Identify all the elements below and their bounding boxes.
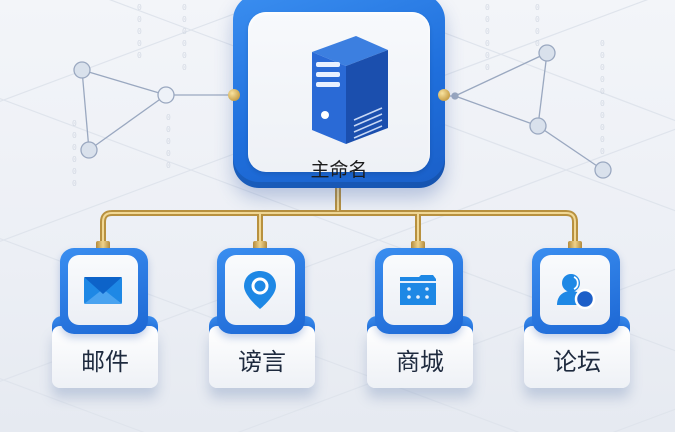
svg-text:0: 0 [166, 113, 171, 122]
main-node-card: 主命名 [248, 12, 430, 181]
svg-text:0: 0 [600, 63, 605, 72]
svg-text:0: 0 [485, 51, 490, 60]
svg-text:0: 0 [137, 27, 142, 36]
network-graph-right [440, 44, 612, 179]
svg-text:0: 0 [166, 137, 171, 146]
svg-text:0: 0 [535, 15, 540, 24]
svg-text:0: 0 [600, 123, 605, 132]
svg-text:0: 0 [137, 15, 142, 24]
svg-text:0: 0 [182, 51, 187, 60]
svg-text:0: 0 [600, 75, 605, 84]
label-pedestal [367, 326, 473, 388]
child-card-inner [383, 255, 453, 325]
svg-text:0: 0 [600, 147, 605, 156]
svg-text:0: 0 [600, 51, 605, 60]
network-graph-left [73, 61, 238, 159]
connector-cap [411, 241, 425, 250]
location-pin-icon [244, 271, 276, 309]
connector-knob-left [228, 89, 240, 101]
child-node-shop[interactable]: 商城 [365, 241, 475, 394]
svg-text:0: 0 [535, 27, 540, 36]
child-node-rumor[interactable]: 谤言 [207, 241, 317, 394]
connector-cap [96, 241, 110, 250]
label-pedestal [524, 326, 630, 388]
svg-text:0: 0 [182, 3, 187, 12]
child-card-inner [225, 255, 295, 325]
child-node-mail[interactable]: 邮件 [50, 241, 160, 394]
svg-text:0: 0 [137, 39, 142, 48]
svg-text:0: 0 [485, 63, 490, 72]
server-icon [312, 36, 388, 144]
connector-tree [100, 183, 578, 246]
connector-knob-right [438, 89, 450, 101]
child-label-rumor: 谤言 [238, 348, 286, 376]
svg-text:0: 0 [166, 161, 171, 170]
svg-text:0: 0 [600, 135, 605, 144]
mail-icon [84, 277, 122, 304]
child-card-inner [68, 255, 138, 325]
svg-text:0: 0 [600, 87, 605, 96]
child-card [60, 248, 148, 334]
child-card [217, 248, 305, 334]
svg-text:0: 0 [600, 111, 605, 120]
svg-text:0: 0 [72, 155, 77, 164]
main-node-label: 主命名 [310, 159, 368, 181]
svg-text:0: 0 [182, 27, 187, 36]
connector-cap [253, 241, 267, 250]
svg-text:0: 0 [182, 39, 187, 48]
child-node-forum[interactable]: 论坛 [522, 241, 632, 394]
label-pedestal [209, 326, 315, 388]
svg-text:0: 0 [485, 15, 490, 24]
folder-icon [400, 275, 436, 305]
svg-text:0: 0 [535, 39, 540, 48]
label-pedestal [52, 326, 158, 388]
svg-text:0: 0 [166, 125, 171, 134]
svg-text:0: 0 [485, 39, 490, 48]
svg-text:0: 0 [600, 99, 605, 108]
svg-text:0: 0 [182, 15, 187, 24]
child-label-forum: 论坛 [553, 348, 601, 376]
child-card-inner [540, 255, 610, 325]
svg-text:0: 0 [600, 39, 605, 48]
users-icon [557, 274, 596, 310]
child-card [375, 248, 463, 334]
child-label-mail: 邮件 [81, 348, 129, 376]
svg-text:0: 0 [182, 63, 187, 72]
svg-text:0: 0 [72, 143, 77, 152]
svg-text:0: 0 [485, 27, 490, 36]
svg-text:0: 0 [137, 51, 142, 60]
connector-cap [568, 241, 582, 250]
child-card [532, 248, 620, 334]
svg-text:0: 0 [166, 149, 171, 158]
svg-text:0: 0 [72, 119, 77, 128]
svg-text:0: 0 [137, 3, 142, 12]
child-label-shop: 商城 [396, 348, 444, 376]
svg-text:0: 0 [485, 3, 490, 12]
svg-text:0: 0 [72, 167, 77, 176]
svg-text:0: 0 [535, 3, 540, 12]
main-node[interactable]: 主命名 [228, 0, 450, 188]
svg-text:0: 0 [72, 131, 77, 140]
svg-text:0: 0 [72, 179, 77, 188]
